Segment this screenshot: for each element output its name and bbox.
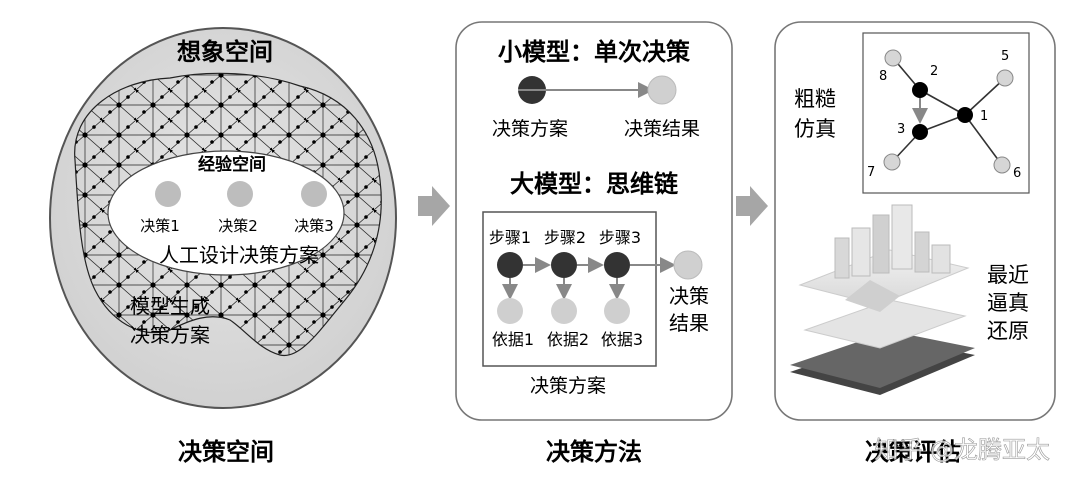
model-generated-line1: 模型生成 xyxy=(130,294,210,318)
imagination-title: 想象空间 xyxy=(177,38,273,66)
graph-node-1 xyxy=(957,107,973,123)
graph-label-1: 1 xyxy=(980,109,988,124)
middle-layer xyxy=(803,299,967,349)
large-model-title: 大模型：思维链 xyxy=(510,170,679,198)
watermark: 知乎 @龙腾亚太 xyxy=(874,436,1050,464)
step-1-dot xyxy=(497,252,523,278)
graph-node-3 xyxy=(912,124,928,140)
step-2-label: 步骤2 xyxy=(544,228,586,247)
manual-design-label: 人工设计决策方案 xyxy=(159,243,319,267)
decision-eval-caption: 决策评估 xyxy=(865,438,961,466)
realistic-line1: 最近 xyxy=(987,263,1029,287)
decision-3-label: 决策3 xyxy=(294,217,334,235)
graph-node-7 xyxy=(883,153,901,171)
step-3-dot xyxy=(604,252,630,278)
decision-1-label: 决策1 xyxy=(140,217,180,235)
basis-3-label: 依据3 xyxy=(601,330,643,349)
decision-2-label: 决策2 xyxy=(218,217,258,235)
step-1-label: 步骤1 xyxy=(489,228,531,247)
decision-space-caption: 决策空间 xyxy=(178,438,274,466)
small-model-title: 小模型：单次决策 xyxy=(498,38,691,66)
chain-result-dot xyxy=(673,250,703,280)
small-scheme-label: 决策方案 xyxy=(492,118,568,140)
experience-title: 经验空间 xyxy=(198,154,266,175)
graph-node-5 xyxy=(996,69,1014,87)
graph-node-8 xyxy=(884,49,902,67)
graph-label-8: 8 xyxy=(879,69,887,84)
decision-space-panel: 想象空间 经验空间 决策1 决策2 决策3 人工设计决策方案 模型生成 决策方案… xyxy=(49,27,397,466)
decision-evaluation-panel: 粗糙 仿真 1 2 3 5 6 7 8 xyxy=(774,21,1056,466)
bottom-layer-top xyxy=(790,331,975,388)
chain-scheme-label: 决策方案 xyxy=(530,375,606,397)
decision-method-panel: 小模型：单次决策 决策方案 决策结果 大模型：思维链 步骤1 步骤2 步骤3 依… xyxy=(455,21,733,466)
decision-method-caption: 决策方法 xyxy=(546,438,642,466)
small-result-dot xyxy=(647,75,677,105)
arrow-middle-to-right xyxy=(736,186,768,226)
basis-1-dot xyxy=(497,298,523,324)
graph-node-6 xyxy=(993,156,1011,174)
rough-sim-line2: 仿真 xyxy=(794,117,836,141)
decision-2-dot xyxy=(227,181,253,207)
realistic-line3: 还原 xyxy=(987,319,1029,343)
basis-2-label: 依据2 xyxy=(547,330,589,349)
basis-3-dot xyxy=(604,298,630,324)
decision-1-dot xyxy=(155,181,181,207)
chain-box xyxy=(482,211,657,367)
graph-node-2 xyxy=(912,82,928,98)
graph-label-5: 5 xyxy=(1001,49,1009,64)
chain-result-line2: 结果 xyxy=(669,311,709,335)
arrow-left-to-middle xyxy=(418,186,450,226)
small-result-label: 决策结果 xyxy=(624,118,700,140)
step-2-dot xyxy=(551,252,577,278)
graph-label-7: 7 xyxy=(867,165,875,180)
graph-label-6: 6 xyxy=(1013,166,1021,181)
decision-3-dot xyxy=(301,181,327,207)
chain-result-line1: 决策 xyxy=(669,284,709,308)
step-3-label: 步骤3 xyxy=(599,228,641,247)
graph-label-2: 2 xyxy=(930,64,938,79)
basis-2-dot xyxy=(551,298,577,324)
graph-label-3: 3 xyxy=(897,122,905,137)
realistic-line2: 逼真 xyxy=(987,291,1029,315)
rough-sim-line1: 粗糙 xyxy=(794,87,836,111)
method-box xyxy=(455,21,733,421)
model-generated-line2: 决策方案 xyxy=(130,323,210,347)
city-layers-image xyxy=(790,204,975,395)
basis-1-label: 依据1 xyxy=(492,330,534,349)
